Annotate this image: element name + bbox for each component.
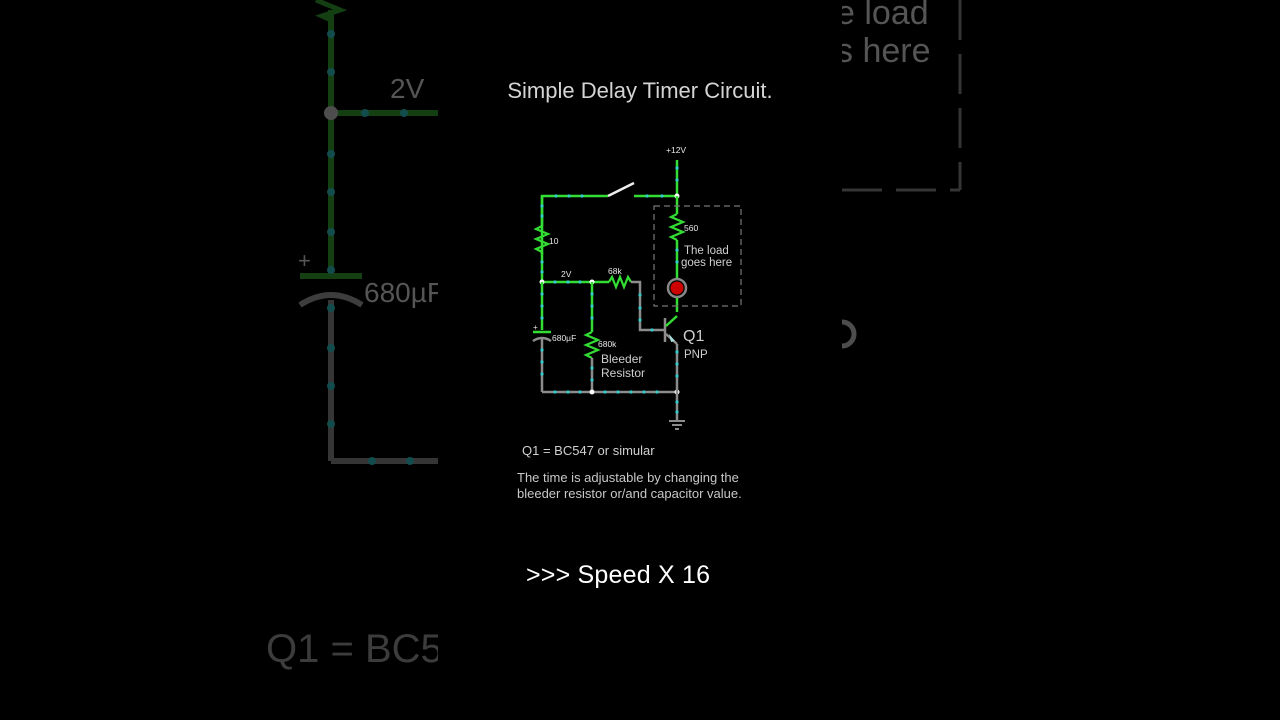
bleeder-label-line1: Bleeder — [601, 352, 642, 366]
current-dots — [540, 166, 679, 414]
transistor-name: Q1 — [683, 328, 704, 345]
r1-value: 10 — [549, 236, 559, 246]
capacitor-value: 680µF — [552, 333, 576, 343]
adjust-note-line2: bleeder resistor or/and capacitor value. — [517, 486, 742, 501]
r-load-value: 560 — [684, 223, 698, 233]
bleeder-label-line2: Resistor — [601, 366, 645, 380]
bg-load-line1: e load — [836, 0, 929, 32]
bleeder-resistor-icon — [583, 331, 601, 359]
switch-icon[interactable] — [607, 181, 635, 198]
transistor-type: PNP — [684, 349, 708, 361]
diagram-title: Simple Delay Timer Circuit. — [507, 78, 773, 103]
speed-caption: >>> Speed X 16 — [526, 561, 711, 589]
supply-label: +12V — [666, 145, 686, 155]
adjust-note: The time is adjustable by changing the b… — [517, 470, 777, 502]
r2-value: 68k — [608, 266, 622, 276]
part-note: Q1 = BC547 or simular — [522, 443, 655, 458]
adjust-note-line1: The time is adjustable by changing the — [517, 470, 739, 485]
node-voltage-label: 2V — [561, 269, 572, 279]
load-label-line1: The load — [684, 245, 729, 257]
bg-load-line2: s here — [836, 32, 931, 70]
resistor-560-icon — [668, 213, 686, 241]
led-icon — [670, 281, 684, 295]
load-box — [653, 205, 742, 307]
bg-part-note: Q1 = BC5 — [266, 627, 443, 671]
circuit-schematic: +12V 10 2V 68k 560 680µF + 680k Bleeder … — [532, 145, 742, 430]
bg-cap-plus: + — [298, 248, 311, 273]
bg-cap-label: 680µF — [364, 277, 444, 308]
resistor-10-icon — [533, 225, 551, 253]
load-label-line2: goes here — [681, 257, 732, 269]
video-frame: Simple Delay Timer Circuit. — [438, 0, 842, 720]
bleeder-value: 680k — [598, 339, 617, 349]
bg-2v-label: 2V — [390, 73, 425, 104]
resistor-68k-icon — [608, 274, 632, 290]
capacitor-polarity: + — [533, 323, 538, 332]
